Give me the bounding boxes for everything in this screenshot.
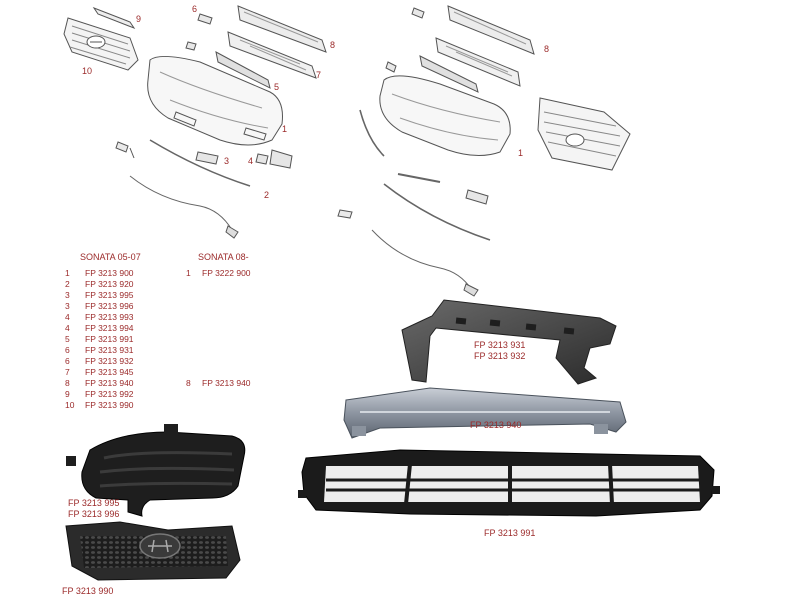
- sketch-part-4: [255, 149, 293, 169]
- lower-grille-part-image: [298, 449, 720, 517]
- sketch-part-8: [237, 5, 327, 53]
- callout-9: 9: [136, 14, 142, 24]
- sketch-part-2: [129, 175, 233, 231]
- caption-bracket: FP 3213 931 FP 3213 932: [474, 340, 526, 361]
- sketch-right-absorber: [435, 37, 521, 87]
- callout-8: 8: [330, 40, 336, 50]
- caption-lower-grille: FP 3213 991: [484, 528, 536, 538]
- sketch-right-grille: [537, 97, 631, 171]
- callout-1: 1: [282, 124, 288, 134]
- sketch-part-7: [227, 31, 317, 79]
- callout-right-1: 1: [518, 148, 524, 158]
- sketch-part-9: [92, 6, 136, 30]
- sketch-part-5: [215, 51, 271, 89]
- caption-grille: FP 3213 990: [62, 586, 114, 596]
- header-sonata-08: SONATA 08-: [198, 252, 249, 262]
- right-exploded-sketch: [337, 5, 631, 297]
- callout-4: 4: [248, 156, 254, 166]
- sketch-part-3: [195, 151, 219, 165]
- callout-2: 2: [264, 190, 270, 200]
- sketch-right-clips: [385, 7, 425, 73]
- callout-right-8: 8: [544, 44, 550, 54]
- bracket-part-image: [401, 299, 617, 385]
- left-exploded-sketch: [63, 5, 327, 239]
- caption-beam: FP 3213 940: [470, 420, 522, 430]
- sketch-right-bumper: [379, 75, 511, 156]
- sketch-right-beam: [447, 5, 535, 55]
- callout-7: 7: [316, 70, 322, 80]
- header-sonata-05-07: SONATA 05-07: [80, 252, 141, 262]
- beam-part-image: [343, 387, 627, 439]
- fog-cover-part-image: [66, 424, 246, 517]
- sketch-bumper-left: [147, 56, 283, 146]
- caption-fog-cover: FP 3213 995 FP 3213 996: [68, 498, 120, 519]
- callout-3: 3: [224, 156, 230, 166]
- callout-6: 6: [192, 4, 198, 14]
- grille-part-image: [65, 521, 241, 581]
- callout-5: 5: [274, 82, 280, 92]
- sketch-grille-left: [63, 17, 139, 71]
- sketch-part-6: [185, 13, 213, 51]
- callout-10: 10: [82, 66, 93, 76]
